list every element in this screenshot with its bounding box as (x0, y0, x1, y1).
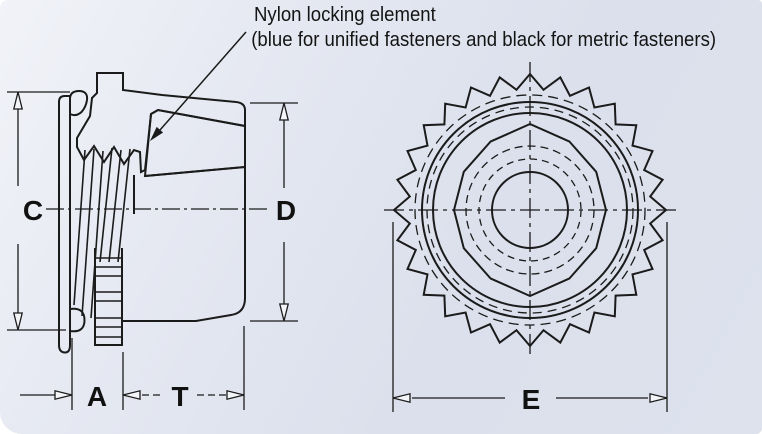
flange-section (58, 95, 71, 354)
serration-lines (73, 147, 131, 319)
dimension-c-label: C (23, 195, 43, 226)
annotation: Nylon locking element (blue for unified … (150, 4, 716, 141)
dimension-a-label: A (87, 381, 107, 412)
flange-hook-section (69, 307, 86, 333)
dimension-d: D (250, 102, 298, 322)
dimension-a: A (20, 338, 107, 412)
annotation-line2: (blue for unified fasteners and black fo… (251, 29, 716, 51)
thread-dashed-circle-inner (478, 158, 582, 262)
collar-circle-outer (421, 101, 639, 319)
collar-dashed-circle (426, 106, 634, 314)
leader-line (159, 31, 247, 131)
nylon-insert-section (143, 108, 246, 178)
pilot-shank (94, 248, 123, 346)
dimension-t: T (122, 326, 245, 412)
bore-outline (123, 126, 246, 322)
dimension-e-label: E (522, 384, 541, 415)
locking-element-profile (453, 123, 607, 297)
right-view (384, 62, 676, 358)
dimension-e: E (392, 222, 668, 415)
flange-knob-section (69, 89, 89, 117)
dimension-t-label: T (171, 381, 188, 412)
serrated-ring (392, 72, 668, 348)
dimension-c: C (7, 91, 70, 331)
left-view (46, 72, 268, 354)
annotation-line1: Nylon locking element (254, 4, 436, 26)
dimension-d-label: D (276, 195, 296, 226)
thread-dashed-circle-outer (465, 145, 595, 275)
center-hole (491, 171, 569, 249)
collar-circle-inner (432, 112, 628, 308)
leader-arrowhead (150, 126, 164, 141)
serration-root-dashed-circle (414, 94, 646, 326)
